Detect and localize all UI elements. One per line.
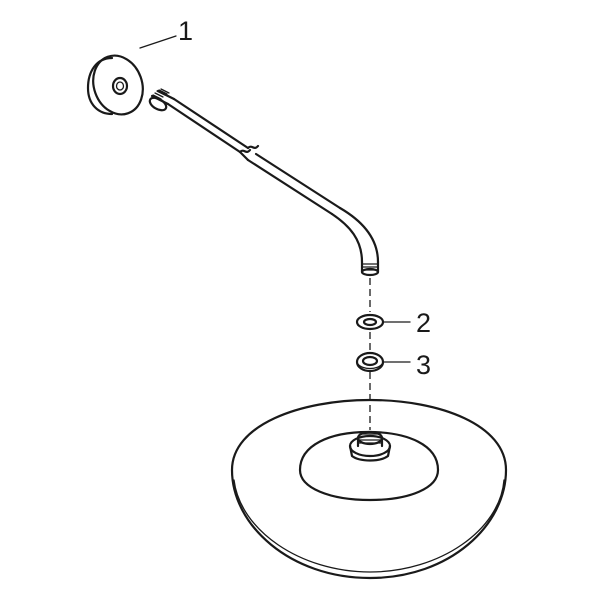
shower-head [230, 398, 508, 580]
callout-1-label: 1 [178, 16, 193, 46]
washer [355, 313, 385, 331]
wall-flange [86, 54, 144, 116]
shower-arm [148, 88, 380, 277]
callout-3-label: 3 [416, 350, 431, 380]
callout-2-label: 2 [416, 308, 431, 338]
nut [355, 351, 385, 373]
leader-line-1 [139, 35, 177, 49]
